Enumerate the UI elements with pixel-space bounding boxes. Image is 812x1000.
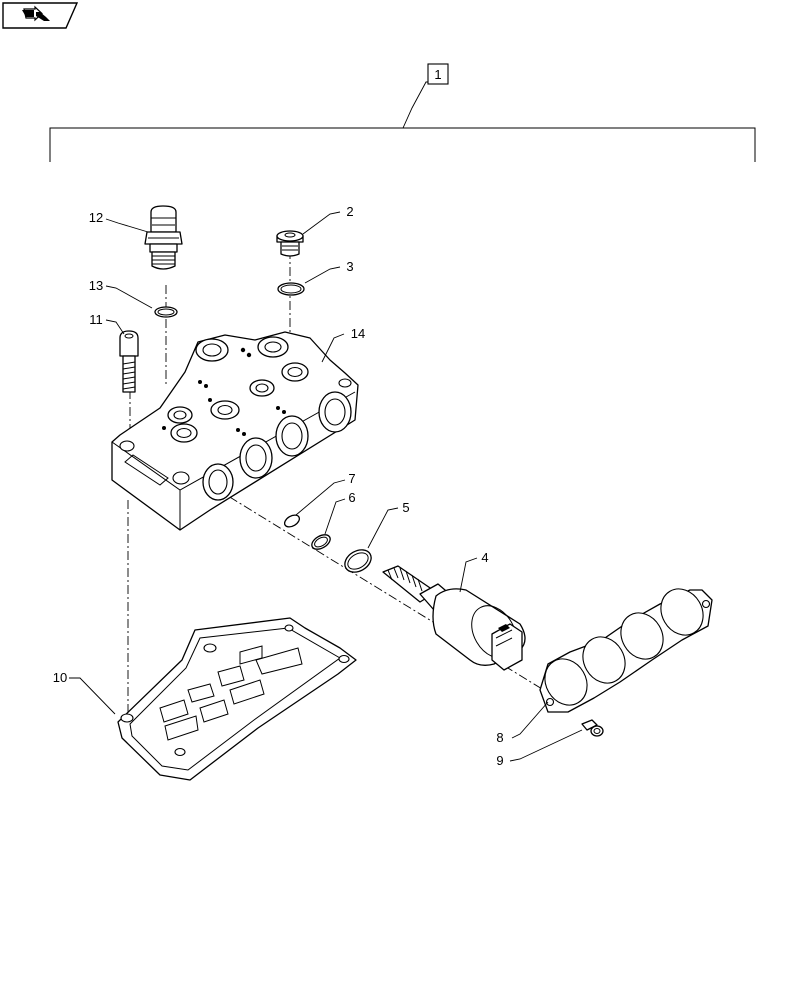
callout-6: 6	[348, 490, 355, 505]
o-ring-large-part	[344, 549, 372, 573]
base-gasket-part	[117, 617, 357, 781]
cap-screw-part	[119, 330, 139, 393]
callout-10: 10	[53, 670, 67, 685]
callout-5: 5	[402, 500, 409, 515]
o-ring-small-part	[154, 306, 178, 318]
assembly-callout-1: 1	[434, 67, 441, 82]
callout-2: 2	[346, 204, 353, 219]
callout-11: 11	[89, 312, 103, 327]
callout-3: 3	[346, 259, 353, 274]
callout-7: 7	[348, 471, 355, 486]
retaining-ring-part	[283, 514, 301, 528]
callout-14: 14	[351, 326, 365, 341]
back-button[interactable]	[2, 2, 79, 29]
callout-labels: 12 13 11 2 3 14 7 6 5 4 10 8 9	[53, 204, 504, 768]
callout-13: 13	[89, 278, 103, 293]
pressure-sensor-part	[144, 205, 183, 270]
valve-gasket-part	[539, 588, 713, 713]
plug-part	[276, 230, 304, 257]
callout-8: 8	[496, 730, 503, 745]
callout-4: 4	[481, 550, 488, 565]
valve-housing-part	[111, 331, 359, 531]
callout-9: 9	[496, 753, 503, 768]
back-arrow-icon	[22, 5, 50, 22]
callout-12: 12	[89, 210, 103, 225]
leader-lines	[69, 211, 583, 762]
assembly-bracket: 1	[49, 63, 756, 162]
o-ring-plug-part	[277, 282, 305, 296]
o-ring-medium-part	[311, 534, 331, 550]
small-screw-part	[581, 719, 604, 737]
solenoid-valve-part	[382, 565, 526, 671]
